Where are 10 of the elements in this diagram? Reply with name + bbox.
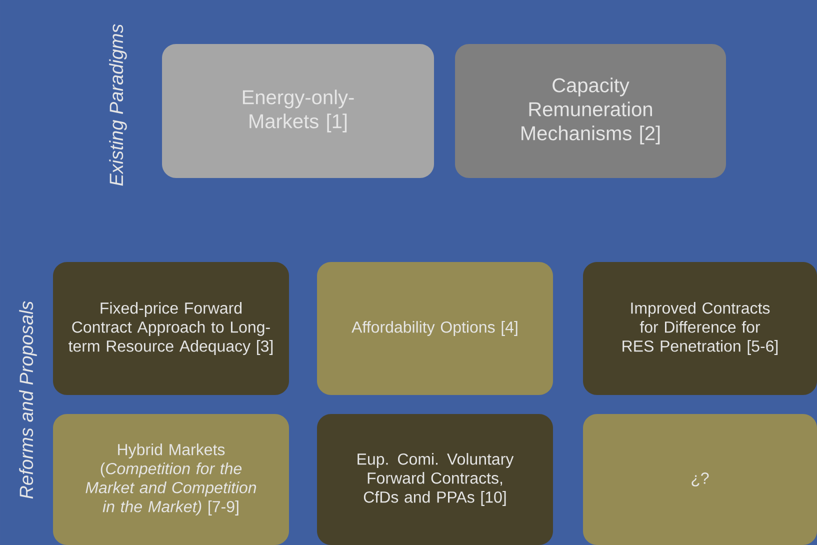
rounded-box: Capacity Remuneration Mechanisms [2] bbox=[455, 44, 726, 178]
rounded-box: Affordability Options [4] bbox=[317, 262, 553, 395]
rounded-box: Hybrid Markets (Competition for the Market and Competition in the Market) [7-9] bbox=[53, 414, 289, 545]
rounded-box: Improved Contracts for Difference for RES Penetration [5-6] bbox=[583, 262, 817, 395]
section-label: Reforms and Proposals bbox=[19, 301, 37, 499]
rounded-box: Energy-only-Markets [1] bbox=[162, 44, 434, 178]
section-label: Existing Paradigms bbox=[109, 24, 127, 186]
rounded-box: ¿? bbox=[583, 414, 817, 545]
rounded-box: Eup. Comi. Voluntary Forward Contracts, CfDs and PPAs [10] bbox=[317, 414, 553, 545]
rounded-box: Fixed-price Forward Contract Approach to Long-term Resource Adequacy [3] bbox=[53, 262, 289, 395]
